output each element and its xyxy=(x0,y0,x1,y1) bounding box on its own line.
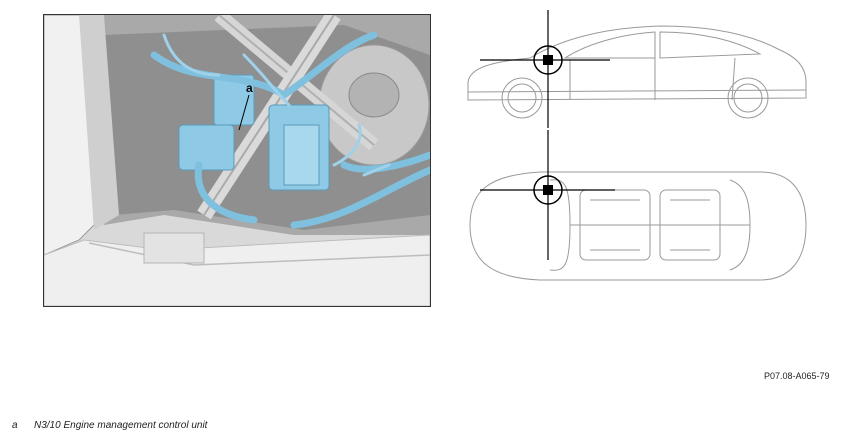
figure-reference-code: P07.08-A065-79 xyxy=(764,371,830,381)
legend-item: a N3/10 Engine management control unit xyxy=(12,420,207,431)
legend-text: N3/10 Engine management control unit xyxy=(34,420,208,431)
photo-callout-label: a xyxy=(246,81,253,95)
legend-key: a xyxy=(12,420,18,431)
vehicle-top-view xyxy=(460,130,820,305)
engine-compartment-photo: a xyxy=(43,14,431,307)
vehicle-side-view xyxy=(460,10,820,130)
